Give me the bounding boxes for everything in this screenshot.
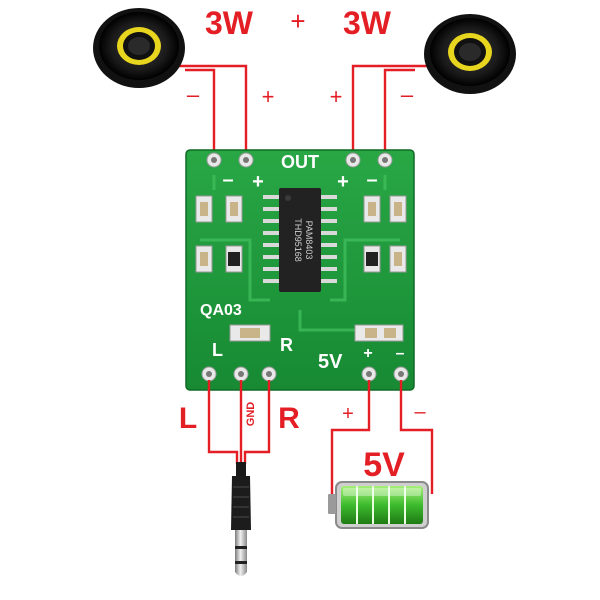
supply-plus-wire	[330, 380, 371, 494]
center-plus-sign: +	[290, 6, 305, 36]
board-out-left-minus: –	[222, 169, 233, 191]
board-out-right-plus: +	[337, 171, 349, 193]
right-input-wire	[243, 380, 271, 464]
left-input-wire	[207, 380, 239, 464]
board-supply-plus: +	[363, 345, 372, 362]
gnd-input-label: GND	[245, 402, 257, 427]
supply-plus-sign: +	[342, 403, 354, 425]
bottom-smd-components	[229, 324, 404, 342]
amplifier-chip: PAM8403 THD95168	[279, 188, 321, 292]
supply-minus-sign: –	[414, 401, 426, 423]
left-speaker-minus-wire	[185, 68, 216, 158]
chip-model-text: PAM8403	[304, 221, 314, 260]
right-speaker-minus-wire	[383, 68, 415, 158]
left-input-label: L	[179, 402, 197, 435]
board-right-input-label: R	[280, 335, 293, 355]
left-speaker-minus-sign: –	[187, 82, 200, 107]
chip-batch-text: THD95168	[293, 218, 303, 262]
board-model-label: QA03	[200, 302, 242, 319]
left-speaker-power-label: 3W	[205, 5, 254, 41]
left-speaker-icon	[93, 8, 185, 88]
chip-pins	[263, 195, 337, 283]
amplifier-board: OUT – + + – PAM8403 THD95168	[185, 149, 415, 391]
battery-icon	[328, 481, 429, 529]
board-out-right-minus: –	[366, 169, 377, 191]
supply-minus-wire	[399, 380, 434, 494]
left-smd-components	[195, 195, 243, 273]
supply-voltage-label: 5V	[363, 446, 405, 484]
left-speaker-plus-wire	[160, 64, 248, 158]
board-out-left-plus: +	[252, 171, 264, 193]
right-speaker-minus-sign: –	[401, 82, 414, 107]
right-speaker-plus-wire	[351, 64, 437, 158]
right-input-label: R	[278, 402, 300, 435]
right-speaker-plus-sign: +	[330, 84, 343, 109]
audio-jack-plug-icon	[231, 462, 251, 576]
board-out-label: OUT	[281, 152, 319, 172]
right-smd-components	[363, 195, 407, 273]
right-speaker-icon	[424, 14, 516, 94]
right-speaker-power-label: 3W	[343, 5, 392, 41]
board-supply-minus: –	[396, 345, 405, 362]
board-left-input-label: L	[212, 340, 223, 360]
board-supply-label: 5V	[318, 351, 343, 373]
left-speaker-plus-sign: +	[262, 84, 275, 109]
input-pads	[201, 366, 409, 382]
output-pads	[206, 152, 393, 168]
